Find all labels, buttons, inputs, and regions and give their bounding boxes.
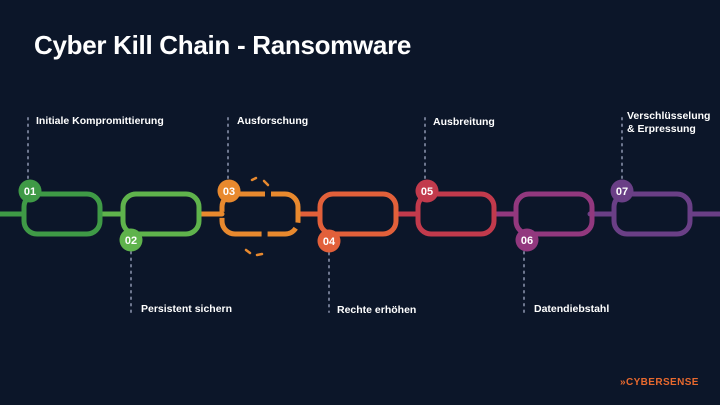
stage-label-07-line2: & Erpressung xyxy=(627,123,696,135)
stage-badge-07 xyxy=(610,179,634,203)
broken-link-fragment-3 xyxy=(255,252,264,257)
stage-number-04: 04 xyxy=(323,236,336,248)
stage-label-04-line: Rechte erhöhen xyxy=(337,304,417,316)
broken-link-fragment-1 xyxy=(262,179,270,187)
chain-link-02 xyxy=(120,191,202,237)
stage-number-07: 07 xyxy=(616,186,628,198)
chain-link-03 xyxy=(219,191,301,237)
chain-link-06 xyxy=(513,191,595,237)
stage-label-06: Datendiebstahl xyxy=(534,303,609,316)
stage-number-05: 05 xyxy=(421,186,433,198)
stage-label-05: Ausbreitung xyxy=(433,116,495,129)
stage-label-01: Initiale Kompromittierung xyxy=(36,115,164,128)
stage-number-06: 06 xyxy=(521,235,533,247)
stage-number-03: 03 xyxy=(223,186,235,198)
broken-link-fragment-2 xyxy=(244,248,252,255)
stage-label-07-line1: Verschlüsselung xyxy=(627,110,711,122)
chain-link-01 xyxy=(21,191,103,237)
stage-label-01-line: Initiale Kompromittierung xyxy=(36,115,164,127)
chain-link-04 xyxy=(317,191,399,237)
stage-label-05-line: Ausbreitung xyxy=(433,116,495,128)
stage-label-07: Verschlüsselung & Erpressung xyxy=(627,110,710,136)
stage-number-02: 02 xyxy=(125,235,137,247)
stage-badge-04 xyxy=(317,229,341,253)
chain-link-07 xyxy=(611,191,693,237)
slide-title: Cyber Kill Chain - Ransomware xyxy=(34,30,412,60)
stage-badge-02 xyxy=(119,228,143,252)
stage-badge-05 xyxy=(415,179,439,203)
stage-label-02-line: Persistent sichern xyxy=(141,303,233,315)
stage-label-03: Ausforschung xyxy=(237,115,308,128)
stage-label-06-line: Datendiebstahl xyxy=(534,303,610,315)
stage-badge-03 xyxy=(217,179,241,203)
stage-label-02: Persistent sichern xyxy=(141,303,232,316)
broken-link-fragment-0 xyxy=(250,176,258,182)
chain-link-05 xyxy=(415,191,497,237)
stage-badge-01 xyxy=(18,179,42,203)
stage-badge-06 xyxy=(515,228,539,252)
stage-label-04: Rechte erhöhen xyxy=(337,304,416,317)
cybersense-logo: »CYBERSENSE xyxy=(620,377,699,388)
stage-label-03-line: Ausforschung xyxy=(237,115,309,127)
stage-number-01: 01 xyxy=(24,186,36,198)
